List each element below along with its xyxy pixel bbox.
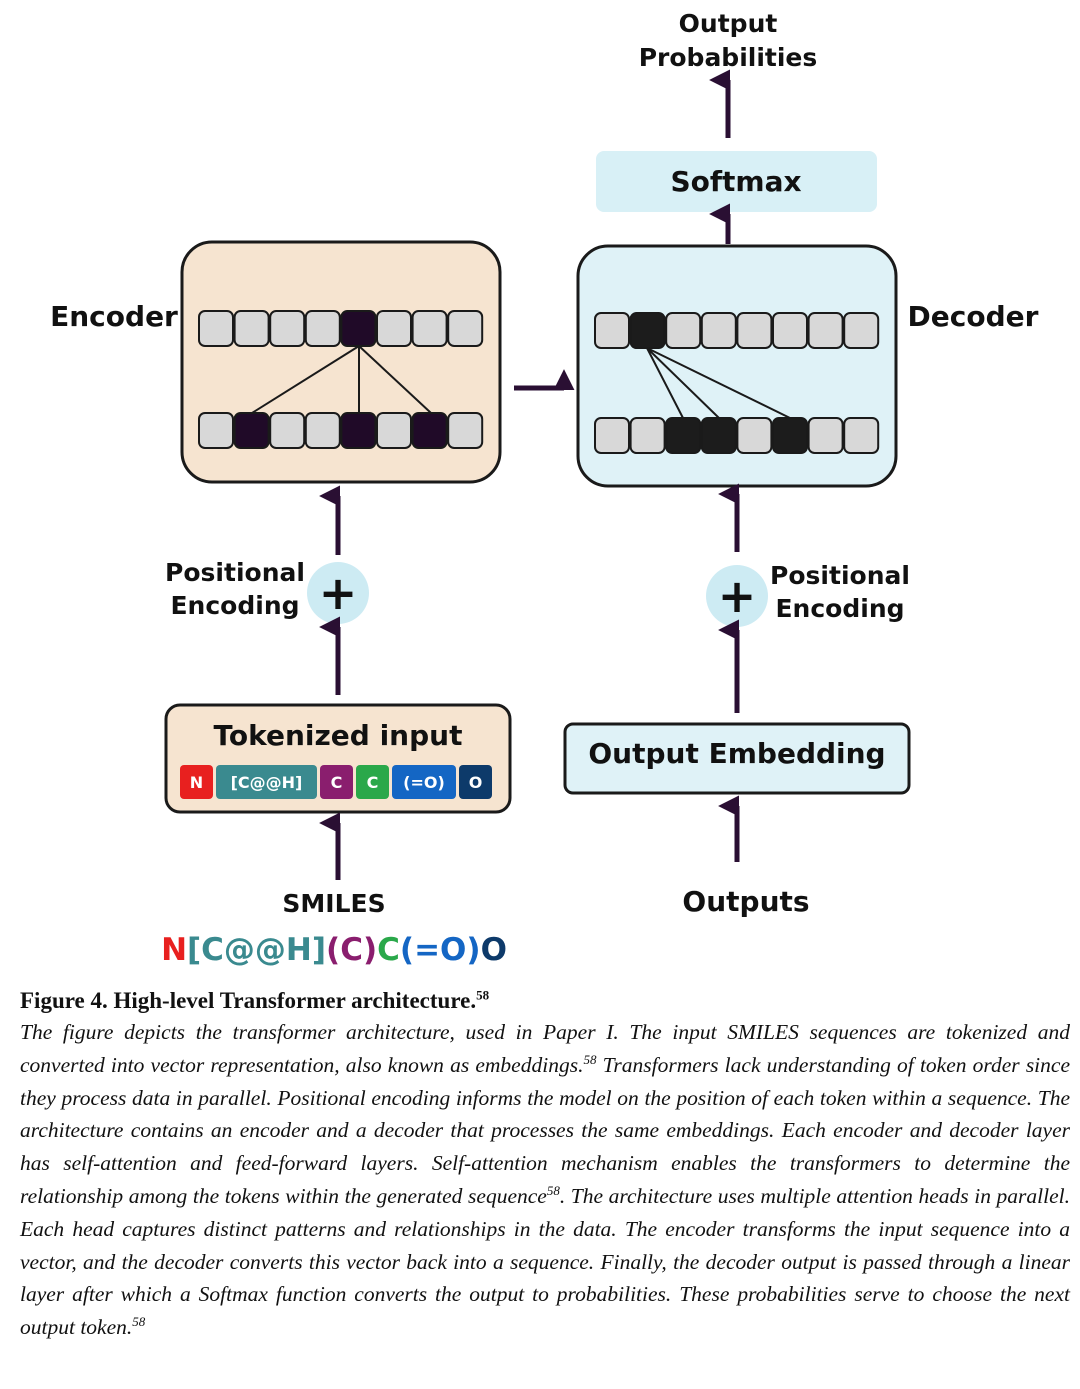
token-chip-label: N	[190, 773, 203, 792]
embedding-cell	[304, 310, 341, 347]
decoder-label: Decoder	[908, 300, 1039, 333]
figure-title: Figure 4. High-level Transformer archite…	[20, 988, 1070, 1014]
positional-encoding-add-left	[307, 562, 369, 624]
smiles-part: [C@@H]	[187, 932, 326, 968]
embedding-cell	[807, 312, 844, 349]
smiles-part: (C)	[326, 932, 377, 968]
embedding-cell	[772, 312, 808, 349]
plus-icon-right: +	[718, 569, 757, 623]
caption-ref: 58	[132, 1314, 146, 1330]
embedding-cell	[269, 412, 306, 449]
embedding-cell	[447, 310, 484, 347]
encoder-label: Encoder	[50, 300, 178, 333]
output-probabilities-label-line1: Output	[679, 9, 778, 38]
embedding-cell	[269, 310, 306, 347]
decoder-top-token-row	[594, 312, 880, 349]
encoder-attention-lines	[251, 345, 432, 414]
embedding-cell	[629, 417, 666, 454]
caption-ref: 58	[583, 1051, 597, 1067]
embedding-cell	[198, 412, 234, 449]
token-chip-label: C	[331, 773, 343, 792]
embedding-cell	[629, 312, 666, 349]
embedding-cell	[411, 310, 448, 347]
embedding-cell	[304, 412, 341, 449]
outputs-label: Outputs	[682, 885, 809, 918]
embedding-cell	[665, 312, 702, 349]
smiles-part: O	[481, 932, 507, 968]
token-chip-label: O	[469, 773, 483, 792]
embedding-cell	[843, 312, 880, 349]
embedding-cell	[411, 412, 448, 449]
caption-segment: Transformers lack understanding of token…	[20, 1052, 1070, 1208]
positional-encoding-left-line1: Positional	[165, 558, 305, 587]
embedding-cell	[340, 412, 377, 449]
embedding-cell	[736, 312, 773, 349]
smiles-label: SMILES	[282, 889, 385, 918]
embedding-cell	[736, 417, 773, 454]
token-chip-label: [C@@H]	[231, 773, 303, 792]
positional-encoding-right-line1: Positional	[770, 561, 910, 590]
decoder-bottom-token-row	[594, 417, 880, 454]
softmax-box	[596, 151, 877, 212]
embedding-cell	[198, 310, 234, 347]
positional-encoding-left-line2: Encoding	[170, 591, 299, 620]
softmax-label: Softmax	[670, 165, 801, 198]
embedding-cell	[594, 312, 630, 349]
token-chip	[459, 765, 492, 799]
embedding-cell	[447, 412, 484, 449]
smiles-string: N[C@@H](C)C(=O)O	[161, 932, 507, 968]
figure-caption-body: The figure depicts the transformer archi…	[20, 1016, 1070, 1344]
plus-icon-left: +	[319, 566, 358, 620]
output-embedding-label: Output Embedding	[588, 737, 885, 770]
embedding-cell	[233, 310, 270, 347]
caption-segment: . The architecture uses multiple attenti…	[20, 1183, 1070, 1340]
encoder-bottom-token-row	[198, 412, 484, 449]
token-chip-label: (=O)	[403, 773, 445, 792]
token-chip	[216, 765, 317, 799]
token-chips: N [C@@H] C C (=O) O	[180, 765, 492, 799]
token-chip	[180, 765, 213, 799]
token-chip	[320, 765, 353, 799]
positional-encoding-right-line2: Encoding	[775, 594, 904, 623]
embedding-cell	[665, 417, 702, 454]
output-embedding-box	[563, 722, 911, 795]
embedding-cell	[807, 417, 844, 454]
embedding-cell	[843, 417, 880, 454]
embedding-cell	[594, 417, 630, 454]
caption-segment: The figure depicts the transformer archi…	[20, 1020, 1070, 1077]
smiles-part: C	[377, 932, 400, 968]
decoder-attention-lines	[646, 347, 791, 419]
embedding-cell	[233, 412, 270, 449]
figure-title-ref: 58	[476, 987, 490, 1003]
figure-caption: Figure 4. High-level Transformer archite…	[20, 988, 1070, 1344]
embedding-cell	[700, 417, 737, 454]
encoder-top-token-row	[198, 310, 484, 347]
token-chip	[356, 765, 389, 799]
embedding-cell	[376, 412, 412, 449]
caption-ref: 58	[546, 1182, 560, 1198]
embedding-cell	[772, 417, 808, 454]
embedding-cell	[340, 310, 377, 347]
output-probabilities-label-line2: Probabilities	[639, 43, 818, 72]
figure-title-text: Figure 4. High-level Transformer archite…	[20, 988, 477, 1013]
token-chip	[392, 765, 456, 799]
transformer-architecture-diagram: Output Probabilities Softmax Encoder Dec…	[50, 9, 1039, 968]
smiles-part: N	[161, 932, 187, 968]
embedding-cell	[700, 312, 737, 349]
smiles-part: (=O)	[400, 932, 481, 968]
tokenized-input-label: Tokenized input	[214, 719, 463, 752]
embedding-cell	[376, 310, 412, 347]
token-chip-label: C	[367, 773, 379, 792]
positional-encoding-add-right	[706, 565, 768, 627]
